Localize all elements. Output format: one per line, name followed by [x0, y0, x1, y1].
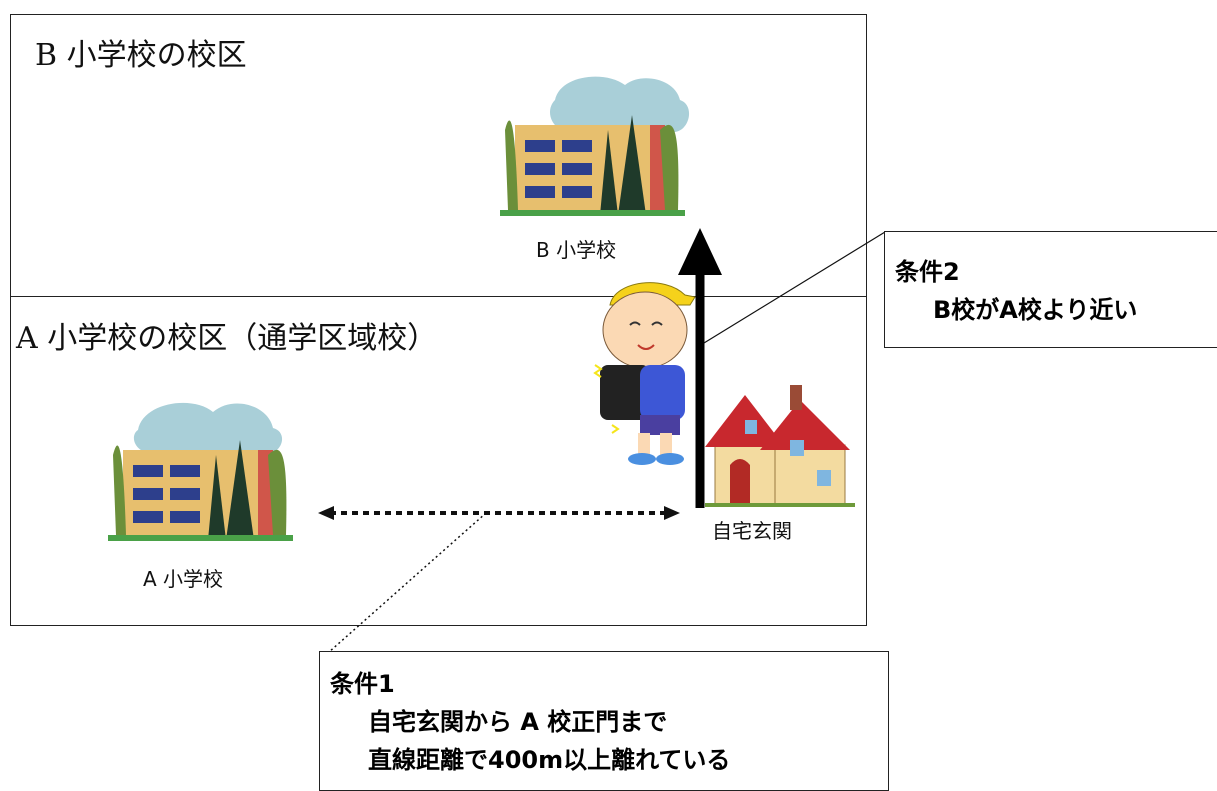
condition-2-text: B校がA校より近い — [933, 296, 1138, 324]
zone-a-title: A 小学校の校区（通学区域校） — [16, 321, 438, 356]
condition-1-title: 条件1 — [330, 670, 395, 698]
condition-1-box: 条件1 自宅玄関から A 校正門まで 直線距離で400m以上離れている — [319, 651, 889, 791]
school-b-icon — [500, 76, 690, 216]
leader-line-c1 — [319, 512, 487, 661]
school-a-label: A 小学校 — [143, 567, 224, 591]
student-icon — [593, 282, 696, 465]
home-label: 自宅玄関 — [712, 519, 792, 543]
arrow-head-up — [678, 228, 722, 275]
school-b-label: B 小学校 — [536, 238, 617, 262]
condition-1-line1: 自宅玄関から A 校正門まで — [368, 708, 668, 736]
distance-arrow-left — [318, 506, 334, 520]
condition-2-title: 条件2 — [895, 258, 960, 286]
house-icon — [705, 385, 855, 507]
leader-line-c2 — [703, 231, 886, 344]
distance-arrow-right — [664, 506, 680, 520]
zone-a — [10, 296, 867, 626]
zone-b-title: B 小学校の校区 — [35, 38, 247, 73]
school-a-icon — [108, 402, 293, 541]
condition-1-line2: 直線距離で400m以上離れている — [368, 746, 731, 774]
condition-2-box: 条件2 B校がA校より近い — [884, 231, 1217, 348]
